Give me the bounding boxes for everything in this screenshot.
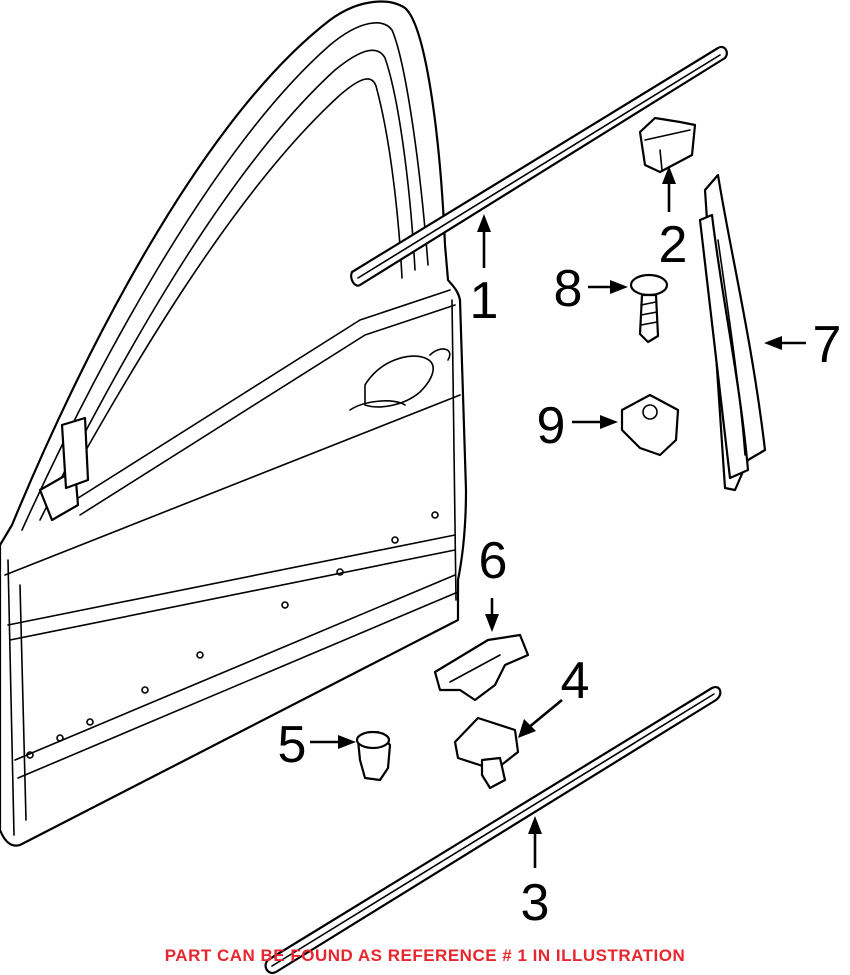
callout-1: 1 xyxy=(470,272,499,330)
callout-2: 2 xyxy=(659,216,688,274)
part-8-screw xyxy=(629,273,669,344)
callout-numbers: 1 2 3 4 5 6 7 8 9 xyxy=(278,216,842,932)
callout-9: 9 xyxy=(537,397,566,455)
part-4-molding-clip xyxy=(453,716,520,790)
part-5-push-clip xyxy=(355,730,392,782)
callout-6: 6 xyxy=(479,532,508,590)
part-3-lower-molding xyxy=(264,686,722,974)
front-door-shell xyxy=(0,0,468,847)
part-9-nut-clip xyxy=(620,393,680,457)
part-1-belt-molding xyxy=(350,45,728,287)
callout-7: 7 xyxy=(813,316,842,374)
callout-5: 5 xyxy=(278,716,307,774)
callout-arrows xyxy=(310,166,806,868)
part-7-pillar-trim xyxy=(698,173,767,492)
callout-3: 3 xyxy=(521,874,550,932)
reference-note: PART CAN BE FOUND AS REFERENCE # 1 IN IL… xyxy=(164,946,686,965)
part-2-end-clip xyxy=(638,116,697,174)
callout-8: 8 xyxy=(554,260,583,318)
callout-4: 4 xyxy=(561,652,590,710)
part-6-bracket xyxy=(433,633,530,702)
